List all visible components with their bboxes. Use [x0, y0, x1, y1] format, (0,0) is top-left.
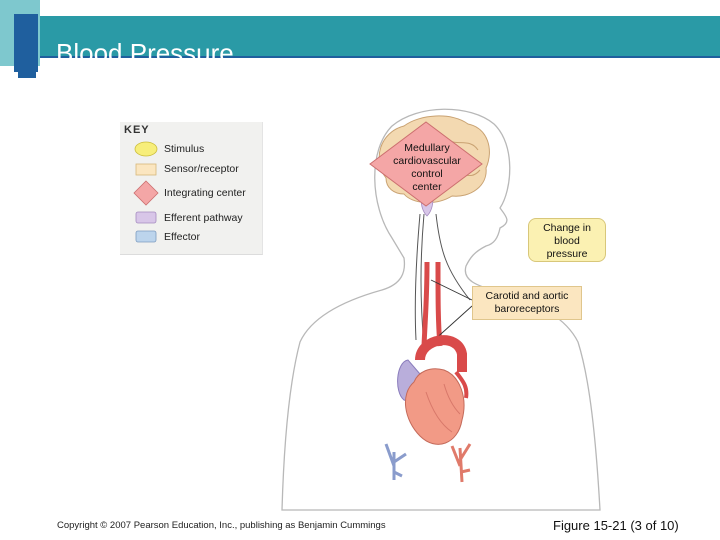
heart [404, 368, 465, 445]
efferent-nerve-line [414, 213, 421, 341]
key-label-efferent: Efferent pathway [164, 212, 243, 224]
stimulus-line: Change in [543, 222, 591, 234]
key-label-sensor: Sensor/receptor [164, 163, 239, 175]
integrating-center-diamond [369, 121, 483, 207]
figure-label: Figure 15-21 (3 of 10) [553, 518, 679, 533]
key-swatch-effector [135, 230, 157, 243]
integrating-center-line: control [411, 168, 443, 180]
key-swatch-stimulus [134, 141, 158, 157]
receptor-callout-line [430, 279, 473, 301]
body-outline [281, 108, 601, 511]
carotid-artery [421, 261, 430, 347]
aortic-arch [415, 335, 467, 372]
key-label-integrating: Integrating center [164, 187, 246, 199]
slide-title: Blood Pressure [56, 38, 234, 68]
key-label-effector: Effector [164, 231, 200, 243]
key-swatch-efferent [135, 211, 157, 224]
artery-branch [450, 443, 472, 483]
integrating-center-line: cardiovascular [393, 155, 461, 167]
key-swatches [133, 141, 159, 243]
header-band [40, 16, 720, 58]
receptor-line: baroreceptors [494, 303, 560, 315]
receptor-line: Carotid and aortic [485, 290, 569, 302]
receptor-box: Carotid and aortic baroreceptors [472, 286, 582, 320]
key-heading: KEY [124, 124, 150, 136]
vein-branch [384, 443, 407, 480]
integrating-center-line: Medullary [404, 142, 450, 154]
key-legend: KEY Stimulus Sensor/receptor Integrating… [120, 122, 263, 255]
stimulus-line: blood [554, 235, 580, 247]
integrating-center-line: center [412, 181, 442, 193]
header-accent-dark [14, 14, 38, 72]
key-swatch-integrating [133, 180, 159, 206]
header-accent-tab [18, 68, 36, 78]
afferent-nerve-line [435, 213, 471, 301]
stimulus-line: pressure [546, 248, 588, 260]
key-swatch-sensor [135, 163, 157, 176]
integrating-center-label: Medullary cardiovascular control center [384, 142, 470, 194]
stimulus-box: Change in blood pressure [528, 218, 606, 262]
copyright-text: Copyright © 2007 Pearson Education, Inc.… [57, 520, 386, 531]
key-label-stimulus: Stimulus [164, 143, 205, 155]
header-rule [40, 56, 720, 58]
